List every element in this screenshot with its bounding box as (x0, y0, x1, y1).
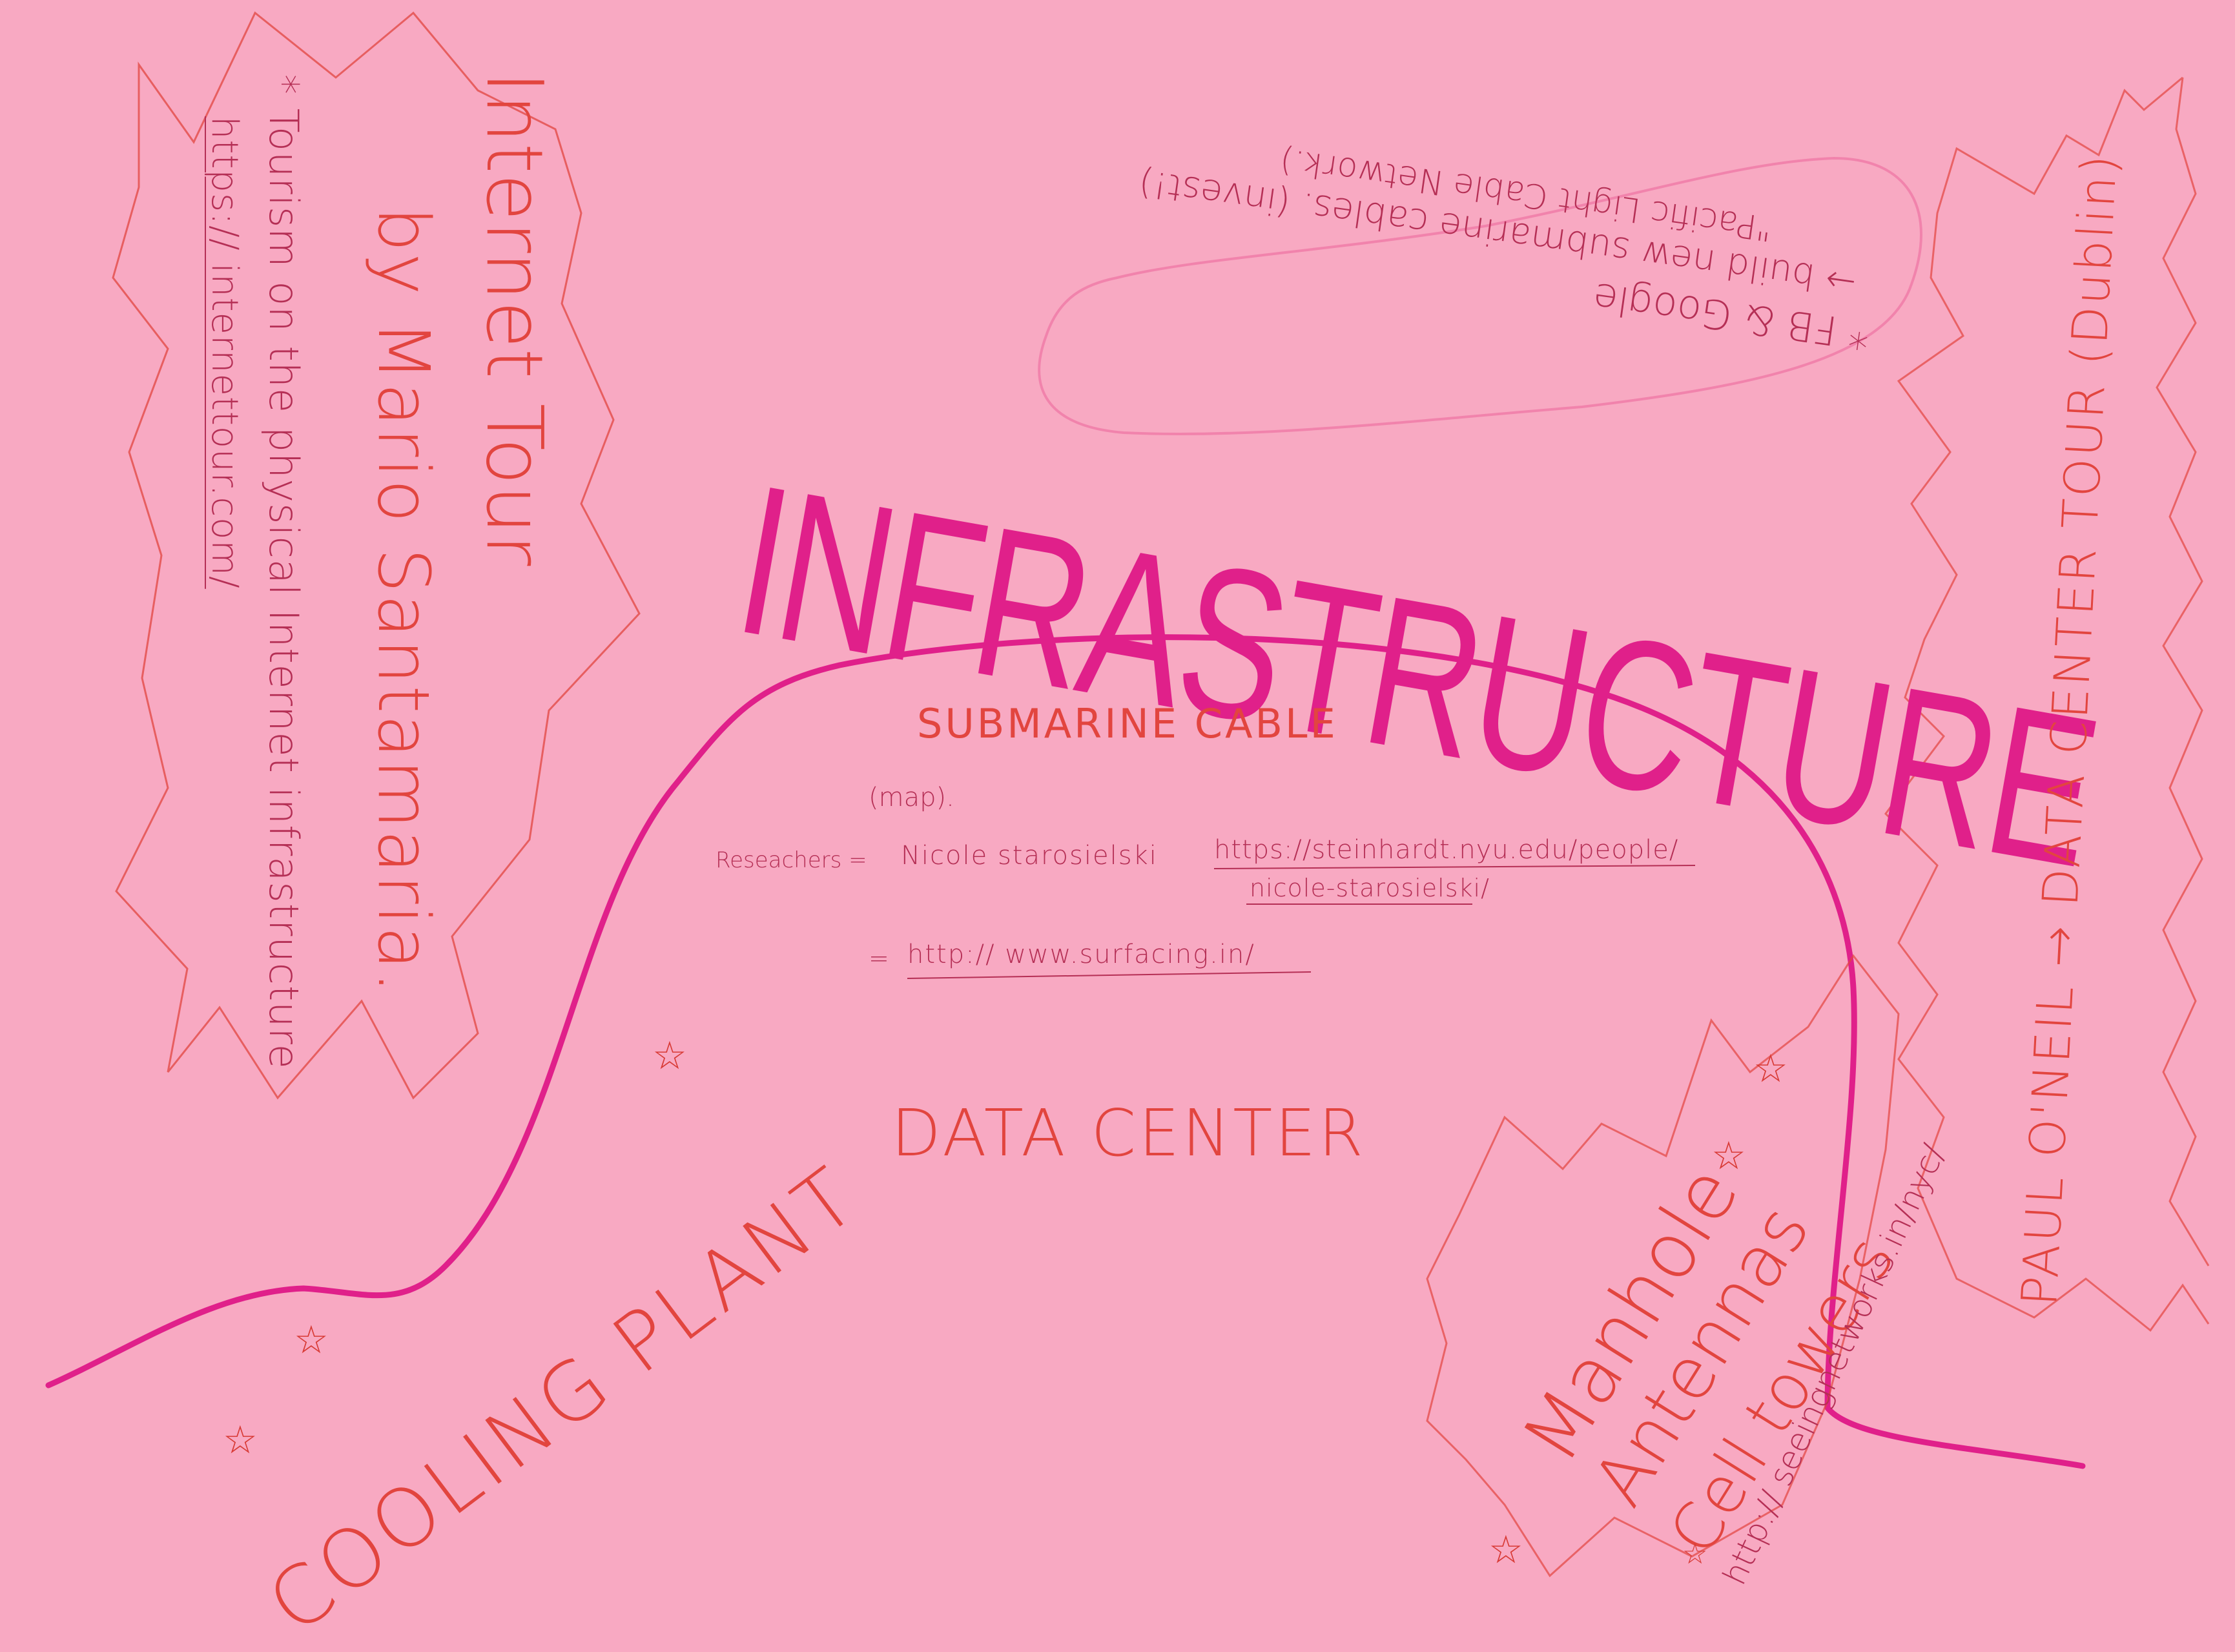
submarine-cable-heading: SUBMARINE CABLE (917, 700, 1338, 747)
url-underline-1 (1213, 865, 1696, 869)
pink-paper-sheet: INFRASTRUCTURE SUBMARINE CABLE (map). Re… (45, 11, 2210, 1652)
url-underline-3 (907, 971, 1312, 979)
researcher-url-1[interactable]: https://steinhardt.nyu.edu/people/ (1214, 835, 1679, 865)
doodle-lines (45, 11, 2210, 1578)
star-icon: ☆ (294, 1317, 329, 1363)
researcher-name: Nicole starosielski (901, 841, 1158, 871)
star-icon: ☆ (1753, 1046, 1788, 1091)
data-center-label: DATA CENTER (891, 1095, 1366, 1171)
star-icon: ☆ (652, 1033, 687, 1079)
internet-tour-frame (112, 11, 641, 1100)
map-note: (map). (869, 783, 954, 812)
manhole-blob (1426, 954, 1900, 1578)
internet-tour-author: by Mario Santamaria. (362, 207, 445, 995)
star-icon: ☆ (1682, 1538, 1708, 1571)
researchers-label: Reseachers = (716, 847, 867, 873)
star-icon: ☆ (223, 1418, 258, 1463)
fb-google-bubble (1038, 156, 1922, 435)
surfacing-prefix: = (869, 944, 889, 973)
star-icon: ☆ (1488, 1527, 1523, 1573)
surfacing-url[interactable]: http:// www.surfacing.in/ (907, 940, 1255, 969)
star-icon: ☆ (1711, 1133, 1746, 1179)
internet-tour-title: Internet Tour (469, 71, 559, 566)
submarine-cable-curve (45, 634, 2086, 1469)
paul-oneil-frame (1884, 76, 2210, 1332)
researcher-url-2[interactable]: nicole-starosielski/ (1250, 874, 1490, 902)
internet-tour-note: * Tourism on the physical Internet infra… (260, 74, 307, 1069)
internet-tour-url[interactable]: https:// internettour.com/ (203, 116, 245, 589)
